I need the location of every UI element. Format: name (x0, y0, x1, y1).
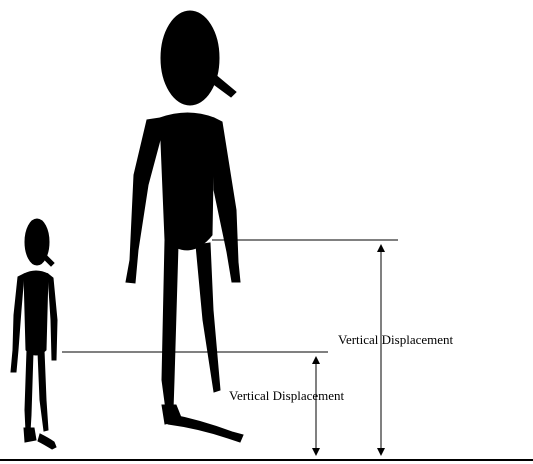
large-stick-figure (126, 11, 243, 442)
large-figure-right-arm (214, 118, 240, 282)
large-figure-left-leg (162, 240, 178, 410)
small-figure-left-arm (11, 274, 24, 372)
small-figure-left-foot (24, 428, 36, 442)
small-figure-displacement-label: Vertical Displacement (229, 388, 344, 404)
large-figure-head (161, 11, 219, 105)
small-figure-right-leg (38, 350, 48, 431)
small-figure-torso (24, 271, 48, 355)
large-figure-displacement-label: Vertical Displacement (338, 332, 453, 348)
small-figure-cap-brim (43, 254, 54, 266)
large-figure-right-leg (196, 243, 220, 392)
large-figure-right-foot (168, 414, 243, 442)
large-figure-left-arm (126, 118, 160, 283)
small-figure-right-arm (48, 274, 57, 360)
small-figure-left-leg (25, 350, 33, 432)
small-stick-figure (11, 219, 57, 449)
large-figure-torso (160, 113, 214, 250)
small-figure-right-foot (38, 434, 56, 449)
